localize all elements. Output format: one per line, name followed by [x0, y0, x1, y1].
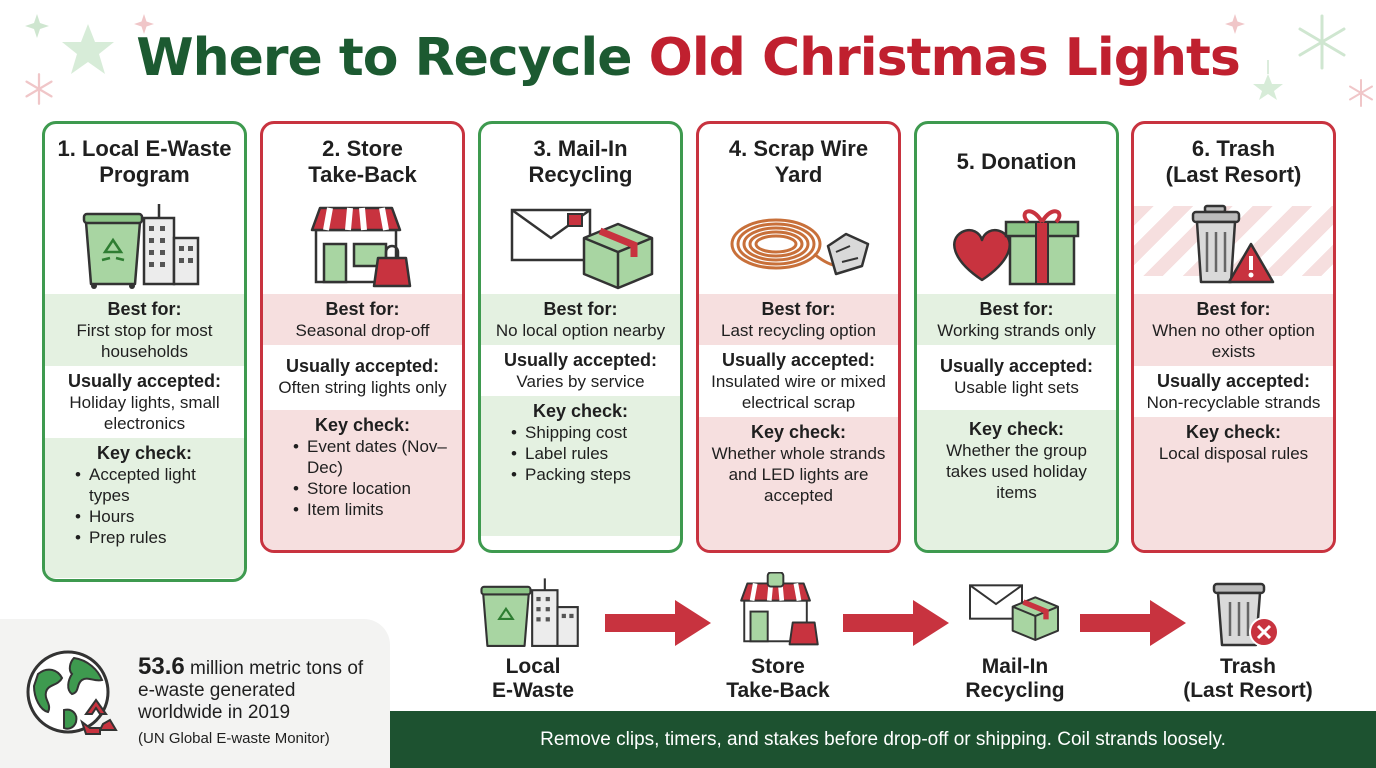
envelope-box-icon [510, 208, 653, 290]
star-decoration-icon [25, 14, 49, 38]
snowflake-decoration-icon [1298, 14, 1346, 70]
flow-label-trash: Trash(Last Resort) [1183, 655, 1313, 702]
recycle-bin-city-icon [82, 204, 199, 289]
card-title: 6. Trash(Last Resort) [1165, 136, 1302, 187]
snowflake-decoration-icon [1349, 79, 1373, 107]
footer-banner: Remove clips, timers, and stakes before … [390, 711, 1376, 768]
star-decoration-icon [134, 14, 154, 34]
arrow-right-icon [1080, 600, 1186, 646]
star-decoration-icon [1225, 14, 1245, 34]
star-decoration-icon [62, 24, 114, 74]
stat-text: 53.6 million metric tons of e-waste gene… [138, 653, 378, 750]
star-decoration-icon [1253, 60, 1283, 100]
title-part-1: Where to Recycle [136, 28, 632, 88]
stat-value: 53.6 [138, 653, 185, 680]
flow-storefront-icon [740, 572, 819, 646]
trash-warning-icon [1191, 204, 1274, 284]
card-trash-last-resort: 6. Trash(Last Resort) Best for:When no o… [1131, 121, 1336, 553]
heart-gift-icon [952, 209, 1079, 286]
flow-recycle-bin-city-icon [480, 578, 579, 647]
page-title: Where to Recycle Old Christmas Lights [0, 28, 1376, 88]
card-donation: 5. Donation Best for:Working strands onl… [914, 121, 1119, 553]
flow-envelope-box-icon [969, 584, 1059, 641]
title-part-2: Old Christmas Lights [648, 28, 1241, 88]
arrow-right-icon [605, 600, 711, 646]
flow-trash-x-icon [1212, 582, 1279, 647]
stat-source: (UN Global E-waste Monitor) [138, 730, 330, 747]
wire-coil-icon [730, 218, 869, 276]
card-title: 5. Donation [956, 149, 1077, 174]
snowflake-decoration-icon [25, 73, 53, 105]
storefront-icon [310, 206, 411, 288]
footer-text: Remove clips, timers, and stakes before … [540, 728, 1226, 750]
stat-description: million metric tons of e-waste generated… [138, 658, 364, 723]
globe-recycle-icon [26, 650, 118, 735]
arrow-right-icon [843, 600, 949, 646]
